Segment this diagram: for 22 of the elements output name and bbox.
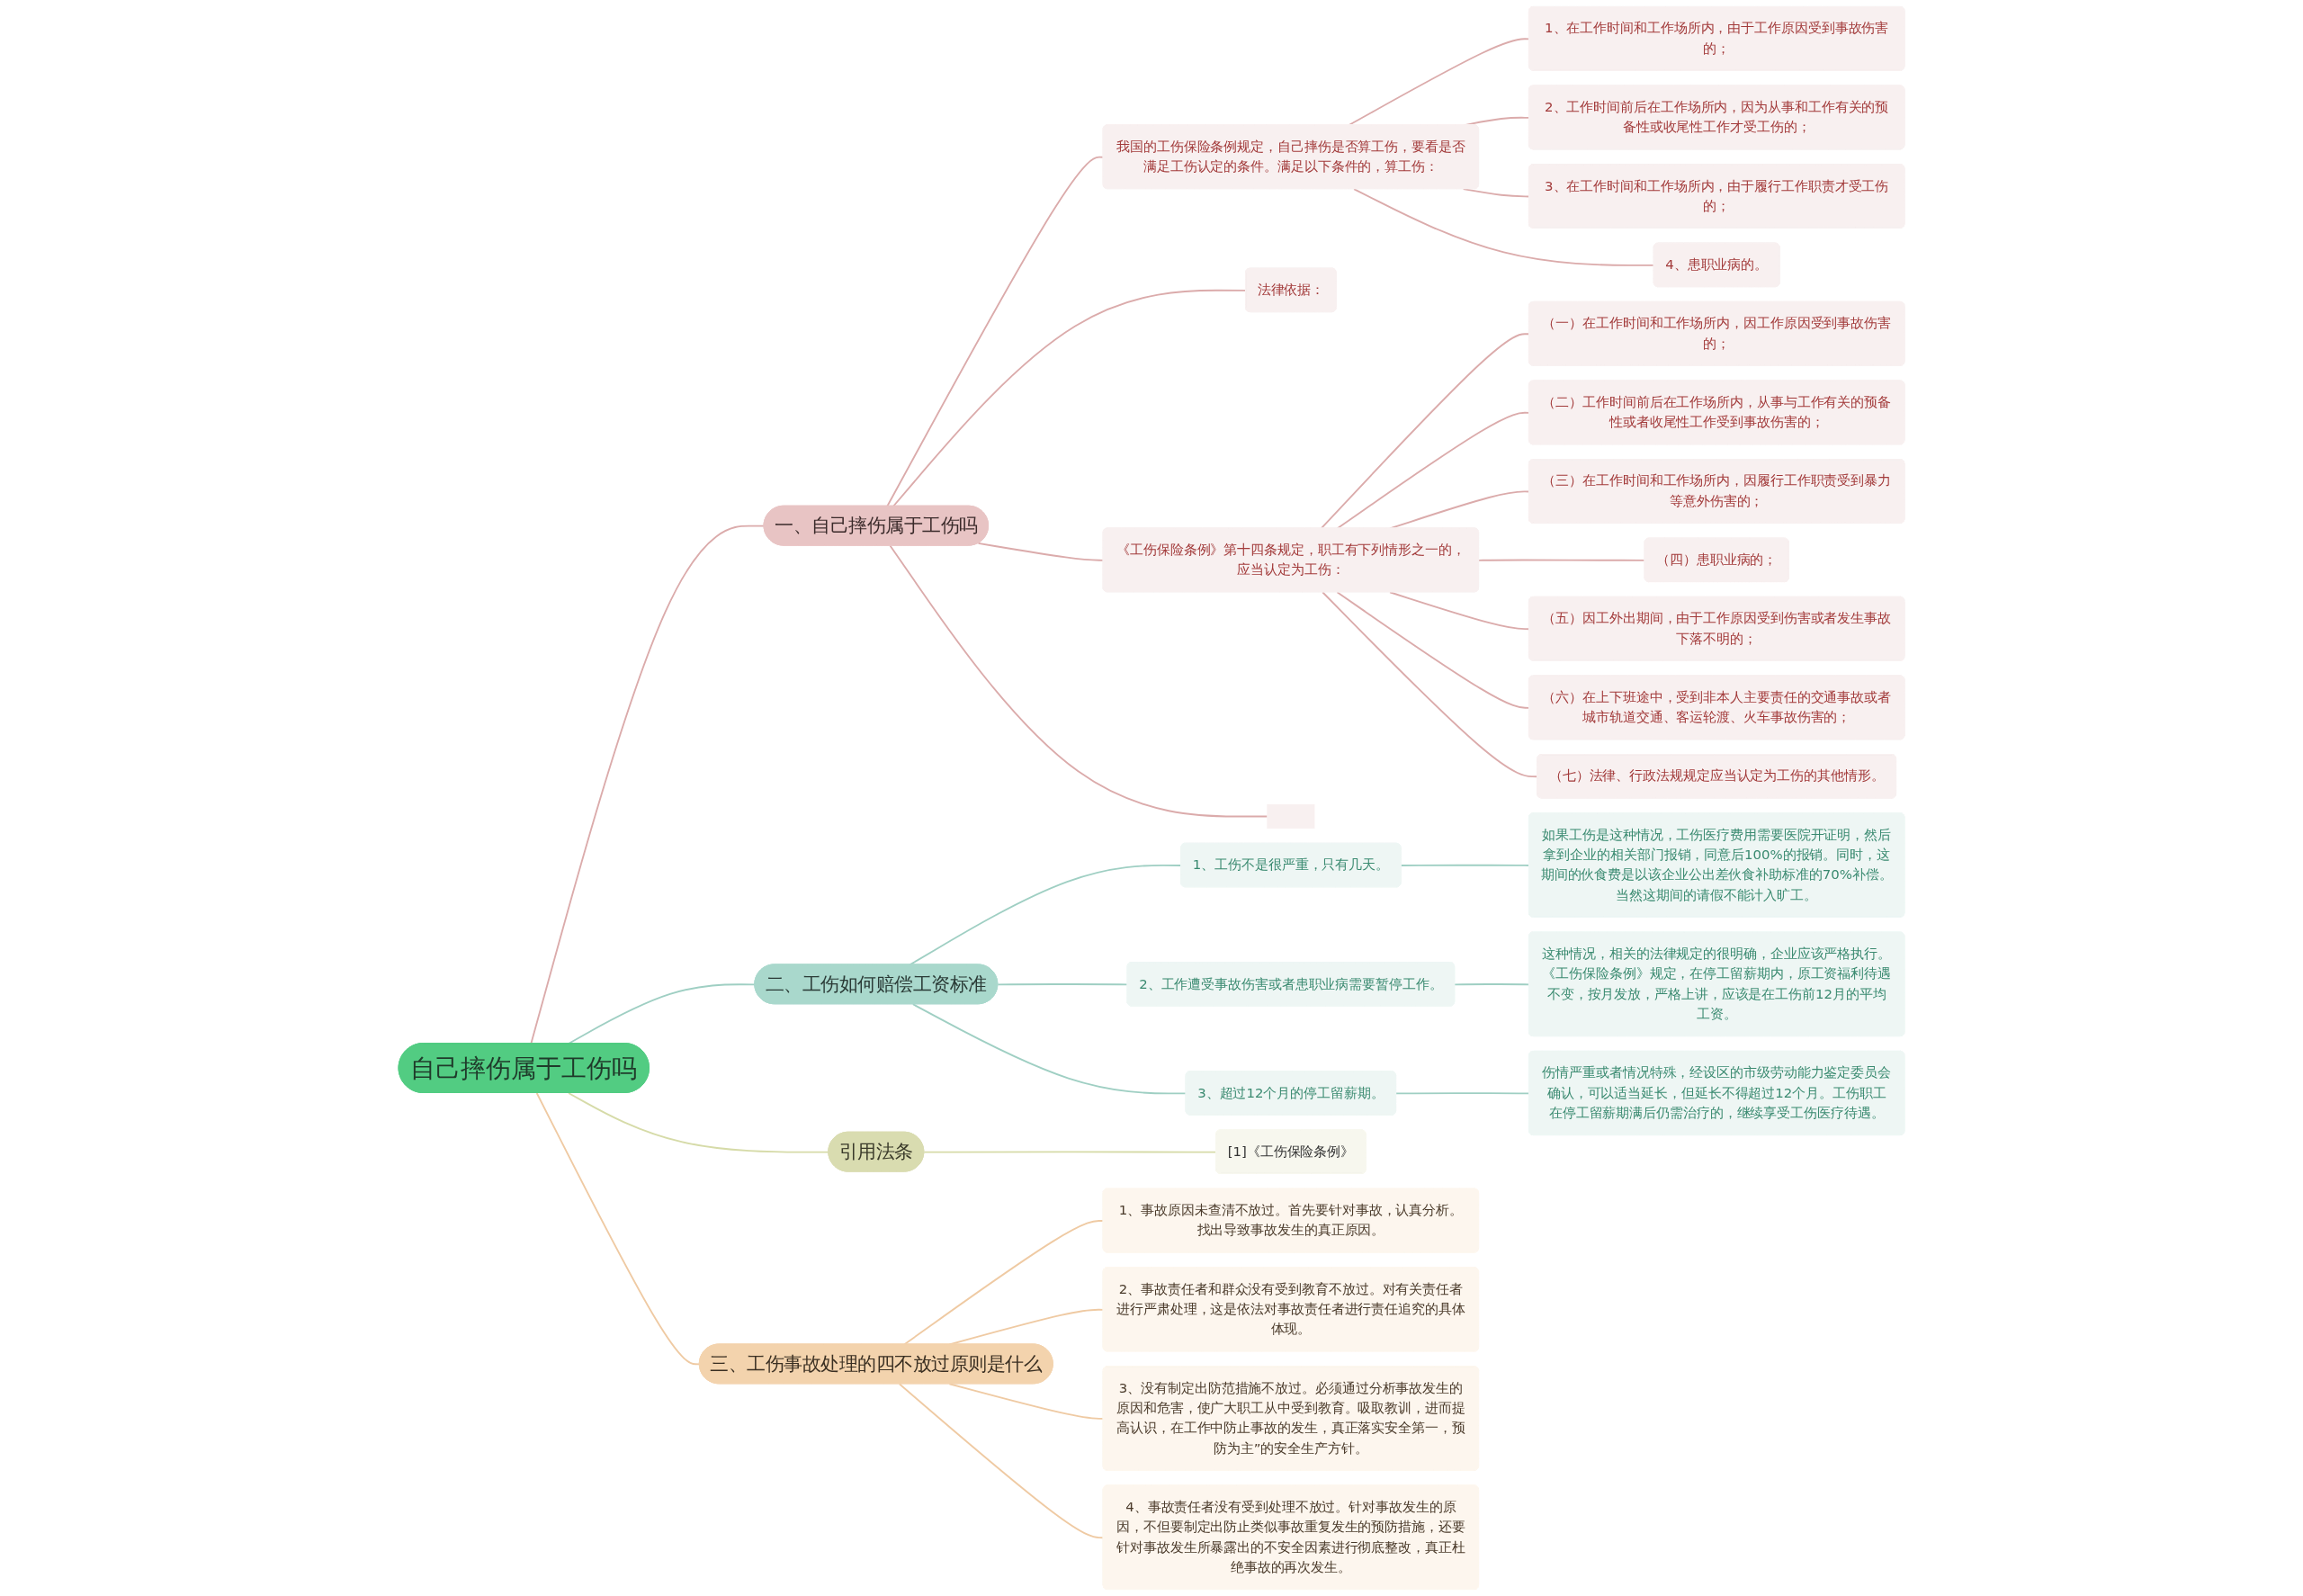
connector bbox=[1395, 1092, 1530, 1095]
connector bbox=[898, 1383, 1105, 1539]
connector bbox=[889, 544, 1268, 818]
connector bbox=[892, 289, 1247, 507]
connector bbox=[911, 1003, 1187, 1095]
connector bbox=[568, 983, 757, 1045]
connector bbox=[535, 1092, 701, 1366]
connector bbox=[1389, 591, 1530, 631]
connector bbox=[1462, 188, 1530, 198]
connector bbox=[886, 156, 1105, 507]
connector bbox=[1400, 864, 1530, 866]
connector bbox=[1353, 188, 1655, 266]
connector bbox=[997, 983, 1129, 986]
connector bbox=[530, 525, 766, 1045]
connector bbox=[903, 1220, 1105, 1346]
connector bbox=[1478, 559, 1646, 561]
connector bbox=[977, 542, 1105, 561]
connector bbox=[948, 1383, 1105, 1420]
node-box bbox=[1267, 804, 1315, 829]
connector bbox=[1336, 591, 1530, 709]
connector bbox=[1348, 38, 1530, 127]
connector bbox=[1454, 983, 1530, 986]
